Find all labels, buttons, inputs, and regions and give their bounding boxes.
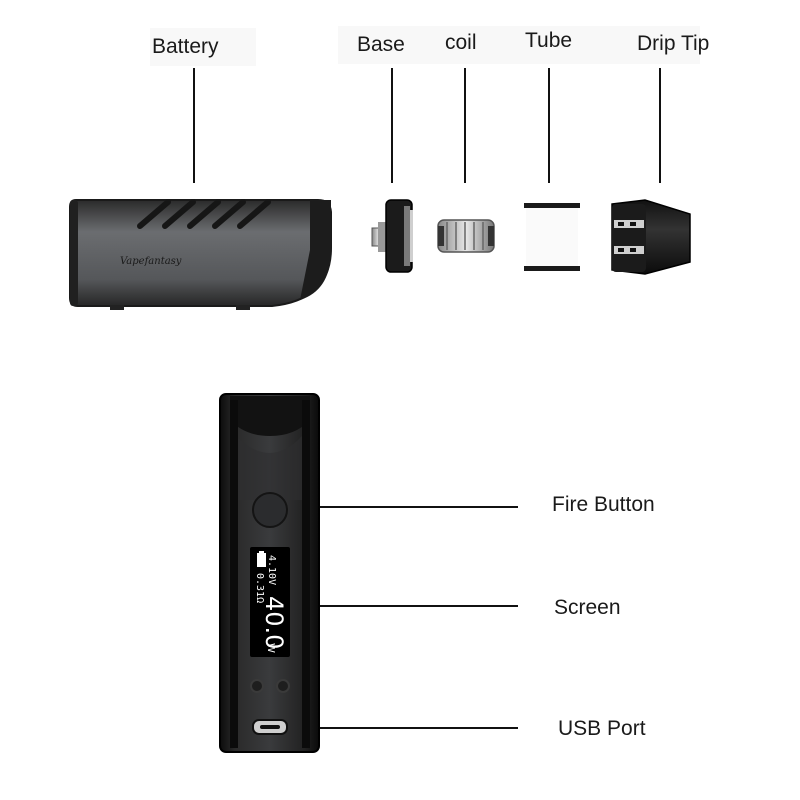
parts-label-backdrop	[338, 26, 700, 64]
coil-label: coil	[445, 31, 477, 54]
down-button[interactable]	[250, 679, 264, 693]
battery-level-icon	[257, 553, 266, 567]
base-part	[371, 199, 413, 273]
leader-lines	[193, 68, 661, 729]
tube-part	[524, 203, 580, 271]
base-label: Base	[357, 33, 405, 56]
usb-port-label: USB Port	[558, 717, 646, 740]
screen-wattage-unit: W	[265, 643, 276, 653]
screen-voltage: 4.10V	[266, 555, 277, 585]
up-button[interactable]	[276, 679, 290, 693]
drip-tip-part	[611, 199, 691, 275]
screen-wattage: 40.0	[260, 596, 288, 649]
device-front-view: 4.10V 0.31Ω 40.0 W	[219, 393, 320, 753]
battery-label: Battery	[152, 35, 219, 58]
brand-logo: Vapefantasy	[120, 256, 182, 267]
battery-label-backdrop	[150, 28, 256, 66]
tube-label: Tube	[525, 29, 573, 52]
oled-screen	[250, 547, 290, 657]
screen-resistance: 0.31Ω	[254, 573, 265, 603]
coil-part	[437, 219, 495, 253]
screen-label: Screen	[554, 596, 621, 619]
drip-tip-label: Drip Tip	[637, 32, 710, 55]
fire-button-label: Fire Button	[552, 493, 655, 516]
battery-body: Vapefantasy	[69, 199, 332, 310]
fire-button[interactable]	[252, 492, 288, 528]
